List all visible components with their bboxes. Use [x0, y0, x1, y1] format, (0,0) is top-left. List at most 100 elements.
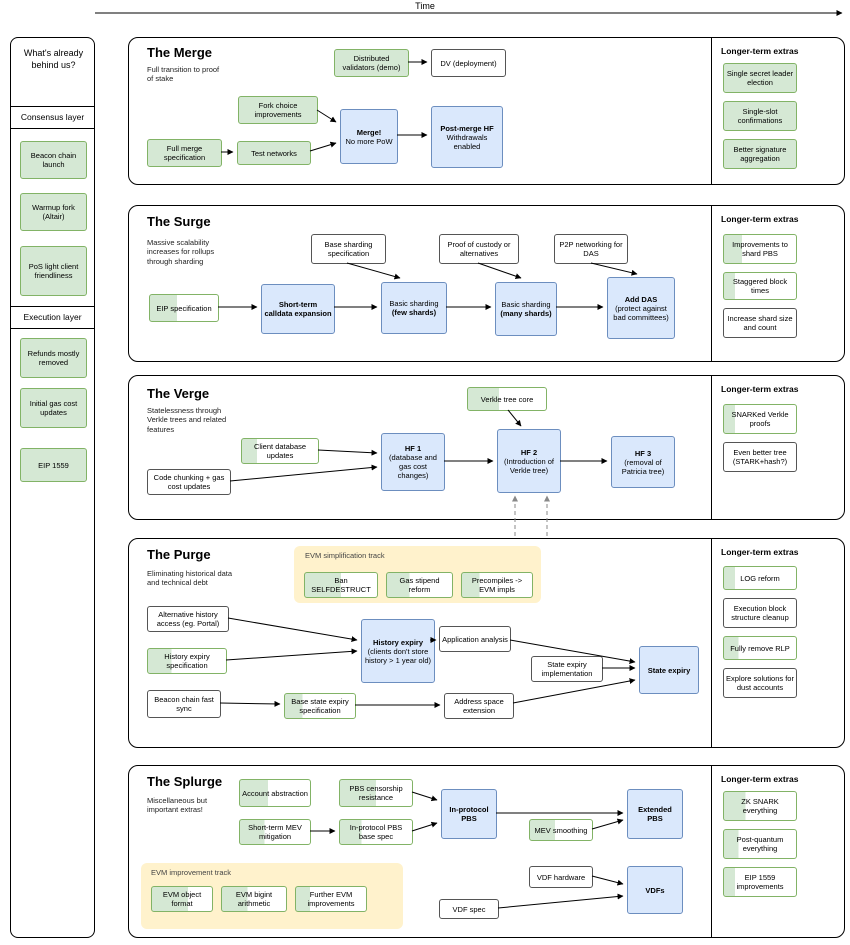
box-vdf-hardware: VDF hardware [529, 866, 593, 888]
box-post-merge-hf: Post-merge HF Withdrawals enabled [431, 106, 503, 168]
box-basic-sharding-many: Basic sharding (many shards) [495, 282, 557, 336]
box-eip-specification: EIP specification [149, 294, 219, 322]
extras-item: LOG reform [723, 566, 797, 590]
box-pos-light-client: PoS light client friendliness [20, 246, 87, 296]
box-hf2: HF 2 (Introduction of Verkle tree) [497, 429, 561, 493]
box-add-das-sub: (protect against bad committees) [613, 303, 669, 322]
divider [11, 106, 94, 107]
box-further-evm-improvements: Further EVM improvements [295, 886, 367, 912]
box-post-merge-sub: Withdrawals enabled [446, 132, 488, 151]
extras-item: EIP 1559 improvements [723, 867, 797, 897]
box-pbs-censorship-resistance: PBS censorship resistance [339, 779, 413, 807]
box-beacon-chain-fast-sync: Beacon chain fast sync [147, 690, 221, 718]
section-title: The Purge [147, 547, 211, 562]
box-code-chunking: Code chunking + gas cost updates [147, 469, 231, 495]
box-basic-many-sub: (many shards) [500, 309, 552, 318]
section-title: The Verge [147, 386, 210, 401]
box-basic-many-title: Basic sharding [501, 300, 551, 309]
box-base-sharding-spec: Base sharding specification [311, 234, 386, 264]
divider [11, 328, 94, 329]
execution-layer-label: Execution layer [23, 312, 82, 322]
extras-item: Improvements to shard PBS [723, 234, 797, 264]
box-warmup-fork-altair: Warmup fork (Altair) [20, 193, 87, 231]
box-history-expiry-title: History expiry [372, 637, 424, 647]
box-full-merge-spec: Full merge specification [147, 139, 222, 167]
section-desc: Statelessness through Verkle trees and r… [147, 406, 227, 434]
box-alternative-history-access: Alternative history access (eg. Portal) [147, 606, 229, 632]
extras-item: Execution block structure cleanup [723, 598, 797, 628]
box-evm-bigint-arithmetic: EVM bigint arithmetic [221, 886, 287, 912]
box-inprotocol-pbs-base-spec: In-protocol PBS base spec [339, 819, 413, 845]
consensus-layer-label: Consensus layer [20, 112, 85, 122]
extras-heading: Longer-term extras [721, 214, 799, 224]
extras-item: Staggered block times [723, 272, 797, 300]
box-inprotocol-pbs: In-protocol PBS [441, 789, 497, 839]
section-the-surge: The Surge Massive scalability increases … [128, 205, 845, 362]
box-test-networks: Test networks [237, 141, 311, 165]
extras-item: SNARKed Verkle proofs [723, 404, 797, 434]
extras-divider [711, 376, 712, 519]
extras-item: Increase shard size and count [723, 308, 797, 338]
section-desc: Full transition to proof of stake [147, 65, 220, 84]
box-verkle-tree-core: Verkle tree core [467, 387, 547, 411]
box-beacon-chain-launch: Beacon chain launch [20, 141, 87, 179]
divider [11, 306, 94, 307]
extras-heading: Longer-term extras [721, 547, 799, 557]
section-desc: Miscellaneous but important extras! [147, 796, 208, 815]
extras-heading: Longer-term extras [721, 46, 799, 56]
box-hf1: HF 1 (database and gas cost changes) [381, 433, 445, 491]
box-basic-few-sub: (few shards) [391, 308, 437, 317]
box-merge-sub: No more PoW [345, 136, 393, 146]
box-address-space-extension: Address space extension [444, 693, 514, 719]
box-hf3: HF 3 (removal of Patricia tree) [611, 436, 675, 488]
extras-item: Fully remove RLP [723, 636, 797, 660]
box-gas-stipend-reform: Gas stipend reform [386, 572, 453, 598]
extras-item: Explore solutions for dust accounts [723, 668, 797, 698]
extras-heading: Longer-term extras [721, 774, 799, 784]
section-title: The Merge [147, 45, 213, 60]
extras-item: Single-slot confirmations [723, 101, 797, 131]
box-dv-deployment: DV (deployment) [431, 49, 506, 77]
box-basic-sharding-few: Basic sharding (few shards) [381, 282, 447, 334]
box-basic-few-title: Basic sharding [389, 299, 439, 308]
evm-simplification-track-label: EVM simplification track [305, 551, 385, 560]
section-the-merge: The Merge Full transition to proof of st… [128, 37, 845, 185]
extras-item: Single secret leader election [723, 63, 797, 93]
sidebar-behind-us: What's already behind us? Consensus laye… [10, 37, 95, 938]
section-the-splurge: The Splurge Miscellaneous but important … [128, 765, 845, 938]
section-title: The Splurge [147, 774, 223, 789]
box-merge-milestone: Merge! No more PoW [340, 109, 398, 164]
section-the-purge: The Purge Eliminating historical data an… [128, 538, 845, 748]
box-history-expiry: History expiry (clients don't store hist… [361, 619, 435, 683]
section-the-verge: The Verge Statelessness through Verkle t… [128, 375, 845, 520]
box-hf1-sub: (database and gas cost changes) [389, 453, 437, 480]
box-merge-title: Merge! [356, 127, 382, 137]
box-state-expiry-implementation: State expiry implementation [531, 656, 603, 682]
box-base-state-expiry-spec: Base state expiry specification [284, 693, 356, 719]
box-post-merge-title: Post-merge HF [440, 123, 494, 133]
box-account-abstraction: Account abstraction [239, 779, 311, 807]
box-vdfs: VDFs [627, 866, 683, 914]
extras-item: Better signature aggregation [723, 139, 797, 169]
extras-heading: Longer-term extras [721, 384, 799, 394]
box-add-das: Add DAS (protect against bad committees) [607, 277, 675, 339]
extras-divider [711, 766, 712, 937]
box-hf1-title: HF 1 [404, 444, 422, 453]
box-history-expiry-spec: History expiry specification [147, 648, 227, 674]
extras-item: Even better tree (STARK+hash?) [723, 442, 797, 472]
box-vdf-spec: VDF spec [439, 899, 499, 919]
box-hf2-sub: (Introduction of Verkle tree) [503, 456, 555, 475]
box-client-db-updates: Client database updates [241, 438, 319, 464]
box-add-das-title: Add DAS [624, 294, 658, 304]
box-extended-pbs: Extended PBS [627, 789, 683, 839]
box-evm-object-format: EVM object format [151, 886, 213, 912]
extras-divider [711, 38, 712, 184]
box-precompiles-evm-impls: Precompiles -> EVM impls [461, 572, 533, 598]
box-application-analysis: Application analysis [439, 626, 511, 652]
box-ban-selfdestruct: Ban SELFDESTRUCT [304, 572, 378, 598]
box-short-term-calldata: Short-term calldata expansion [261, 284, 335, 334]
box-hf2-title: HF 2 [520, 447, 538, 457]
box-distributed-validators: Distributed validators (demo) [334, 49, 409, 77]
sidebar-title: What's already behind us? [23, 48, 84, 70]
box-fork-choice-improvements: Fork choice improvements [238, 96, 318, 124]
